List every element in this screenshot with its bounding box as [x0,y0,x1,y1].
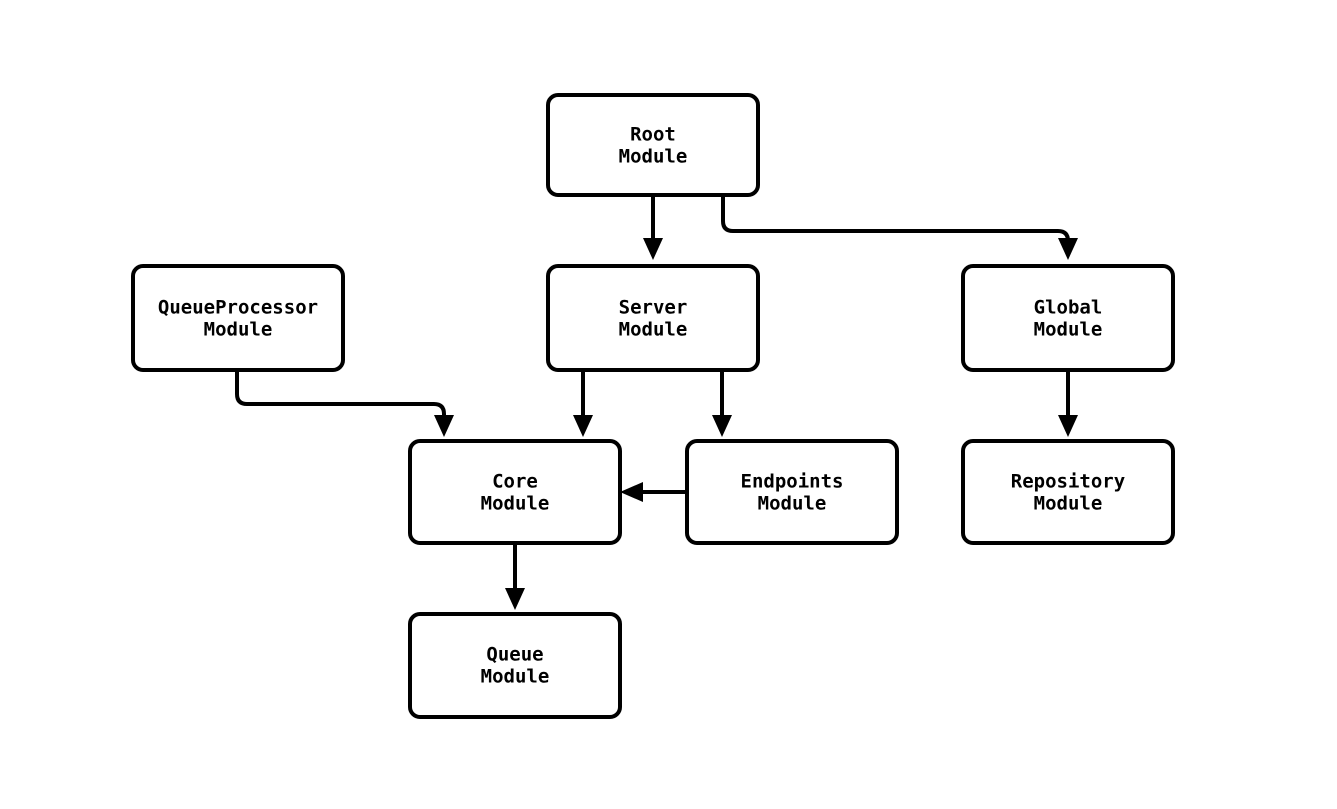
node-queue-label-line2: Module [481,666,550,688]
node-endpoints-label-line2: Module [758,493,827,515]
edge-global-repository-arrowhead [1058,415,1078,437]
node-core-label-line1: Core [492,471,538,493]
edge-queueprocessor-core-arrowhead [434,415,454,437]
node-queue-box[interactable] [408,612,622,719]
node-repository-label-line1: Repository [1011,471,1125,493]
node-server[interactable]: Server Module [546,264,760,372]
node-root-label-line1: Root [630,124,676,146]
edge-global-repository [1058,370,1078,437]
edge-server-core [573,370,593,437]
node-queueprocessor-box[interactable] [131,264,345,372]
node-server-label-line2: Module [619,319,688,341]
node-queueprocessor-label-line2: Module [204,319,273,341]
node-endpoints-box[interactable] [685,439,899,545]
node-global-box[interactable] [961,264,1175,372]
node-server-label-line1: Server [619,297,688,319]
node-endpoints-label-line1: Endpoints [741,471,844,493]
edge-root-server [643,195,663,260]
node-queueprocessor[interactable]: QueueProcessor Module [131,264,345,372]
edge-root-global-line [721,195,1070,243]
node-queueprocessor-label-line1: QueueProcessor [158,297,318,319]
node-core-box[interactable] [408,439,622,545]
node-repository-box[interactable] [961,439,1175,545]
node-queue[interactable]: Queue Module [408,612,622,719]
node-root-label-line2: Module [619,146,688,168]
node-global-label-line1: Global [1034,297,1103,319]
edge-endpoints-core-arrowhead [620,482,643,502]
node-server-box[interactable] [546,264,760,372]
node-endpoints[interactable]: Endpoints Module [685,439,899,545]
edge-queueprocessor-core [235,370,454,437]
node-root[interactable]: Root Module [546,93,760,197]
edges-layer [235,195,1078,610]
edge-server-core-arrowhead [573,415,593,437]
edge-core-queue [505,543,525,610]
edge-root-global [721,195,1078,260]
node-queue-label-line1: Queue [486,644,543,666]
edge-root-server-arrowhead [643,238,663,260]
edge-queueprocessor-core-line [235,370,446,417]
edge-core-queue-arrowhead [505,588,525,610]
node-core[interactable]: Core Module [408,439,622,545]
node-root-box[interactable] [546,93,760,197]
node-repository-label-line2: Module [1034,493,1103,515]
node-global-label-line2: Module [1034,319,1103,341]
node-core-label-line2: Module [481,493,550,515]
node-repository[interactable]: Repository Module [961,439,1175,545]
nodes-layer: Root Module QueueProcessor Module Server… [131,93,1175,719]
node-global[interactable]: Global Module [961,264,1175,372]
edge-endpoints-core [620,482,687,502]
edge-server-endpoints-arrowhead [712,415,732,437]
edge-server-endpoints [712,370,732,437]
edge-root-global-arrowhead [1058,238,1078,260]
